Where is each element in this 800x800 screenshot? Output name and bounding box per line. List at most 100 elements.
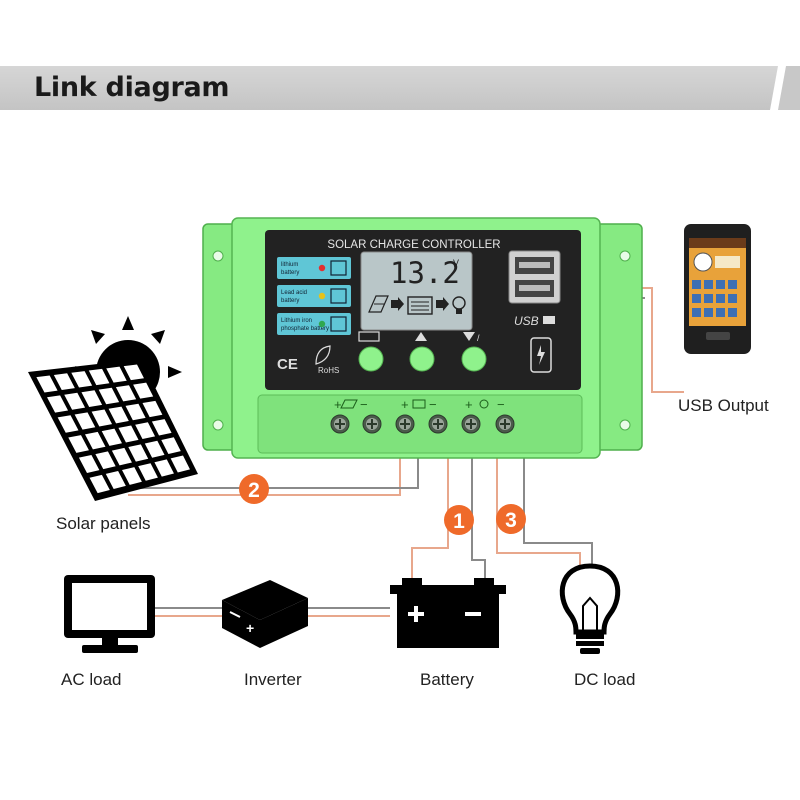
screw-terminal [330,414,350,434]
solar-cell [36,375,58,393]
svg-text:−: − [497,397,505,412]
solar-cell [105,470,126,489]
screw-terminal [461,414,481,434]
voltage-readout: 13.2 [390,256,460,290]
svg-text:Lithium iron: Lithium iron [281,318,312,324]
page-title: Link diagram [34,72,230,103]
battery-type-led [318,320,326,328]
svg-text:3: 3 [505,509,517,532]
solar-cell [57,415,79,433]
solar-cell [123,364,144,381]
solar-cell [71,371,93,388]
control-buttons: / [358,331,487,372]
up-arrow-icon [415,332,427,341]
solar-cell [108,406,129,424]
bulb-icon [559,563,621,654]
solar-cell [154,459,174,477]
solar-cell [170,455,190,473]
solar-panels-label: Solar panels [56,514,151,533]
solar-cell [161,437,181,454]
svg-text:−: − [429,397,437,412]
screw-terminal [395,414,415,434]
solar-cell [47,395,69,413]
header-bar [0,66,800,110]
battery-icon [390,578,506,648]
solar-cell [121,467,142,485]
usb-output-label: USB Output [678,396,769,415]
battery-type-icon [330,260,347,276]
solar-cell [125,403,146,421]
charge-controller: SOLAR CHARGE CONTROLLER 13.2 V lithium ba… [202,217,643,459]
lcd-flow-icons [368,295,466,315]
solar-cell [78,454,100,473]
usb-label: USB [514,314,539,328]
ac-load-label: AC load [61,670,122,689]
svg-text:lithium: lithium [281,262,298,268]
lcd-arrow-icon [391,297,404,311]
solar-cell [128,444,149,462]
battery-type-icon [330,288,347,304]
up-button[interactable] [409,346,435,372]
solar-cell [144,440,165,458]
monitor-icon [64,575,155,653]
solar-cell [85,431,106,450]
solar-cell [111,447,132,466]
svg-text:+: + [401,397,409,412]
solar-panel-icon [28,316,198,501]
solar-cell [101,428,122,446]
menu-icon [358,331,380,342]
battery-type-led [318,264,326,272]
down-button[interactable] [461,346,487,372]
solar-cell [98,387,120,405]
voltage-unit: V [453,258,459,268]
battery-label: Battery [420,670,474,689]
solar-cell [91,409,113,427]
lcd-screen [360,251,473,331]
lcd-panel-icon [368,295,389,313]
svg-text:battery: battery [281,270,299,276]
svg-text:2: 2 [248,479,260,502]
header-slash-decoration [770,66,800,110]
phone-icon [684,224,751,354]
solar-cell [106,366,127,383]
leaf-icon [315,345,331,365]
solar-cell [142,400,163,418]
down-arrow-icon [463,332,475,341]
badge-1: 1 [444,505,474,535]
svg-text:−: − [360,397,368,412]
controller-title: SOLAR CHARGE CONTROLLER [327,239,500,251]
svg-text:/: / [477,333,480,343]
badge-2: 2 [239,474,269,504]
solar-cell [68,435,89,453]
solar-cell [89,474,110,494]
solar-cell [81,390,103,407]
svg-text:+: + [246,620,254,636]
svg-text:Lead acid: Lead acid [281,290,307,296]
solar-cell [88,368,110,386]
badge-3: 3 [496,504,526,534]
solar-cell [118,425,139,443]
svg-text:+: + [465,397,473,412]
battery-type-1: lithium battery [277,257,351,279]
solar-cell [135,422,156,439]
phone-charge-icon [530,337,552,373]
usb-ports: USB [508,250,561,328]
solar-cell [138,463,158,481]
svg-text:+: + [334,397,342,412]
screw-terminal [495,414,515,434]
terminal-symbols: + − + − + − [334,397,505,412]
lcd-arrow2-icon [436,297,449,311]
solar-cell [151,419,172,436]
solar-cell [115,385,137,402]
ce-mark: CE [277,356,298,373]
solar-cell [133,382,154,399]
menu-button[interactable] [358,346,384,372]
rohs-mark: RoHS [318,366,339,375]
screw-terminals [330,414,515,434]
screw-terminal [362,414,382,434]
solar-cell [95,451,116,470]
svg-text:phosphate battery: phosphate battery [281,326,329,332]
